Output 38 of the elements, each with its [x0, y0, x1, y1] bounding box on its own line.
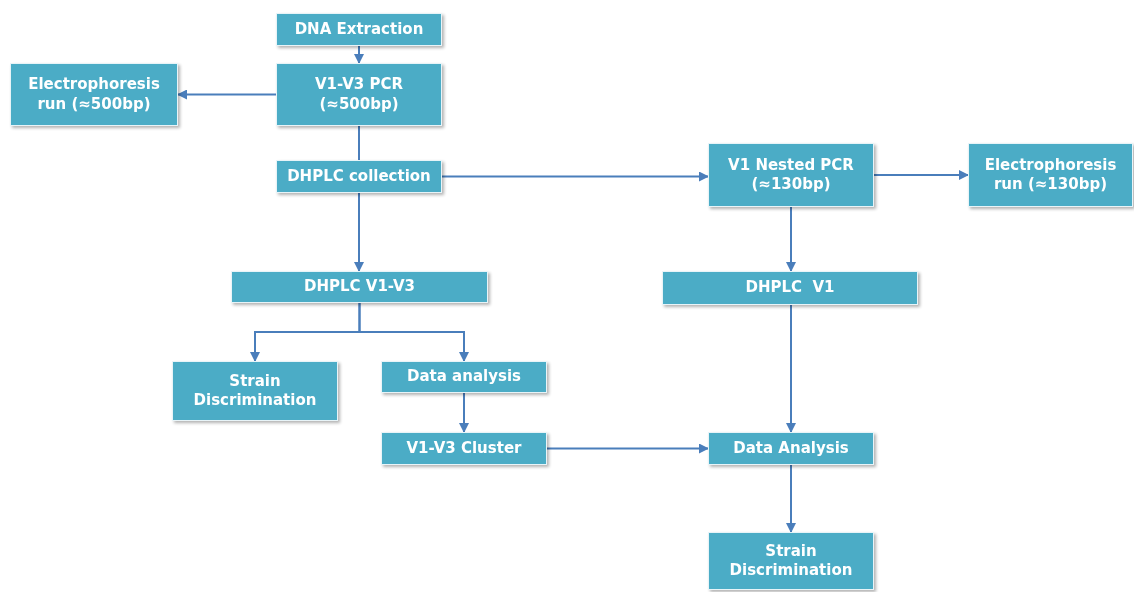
box-label: V1-V3 PCR (≈500bp) — [314, 75, 404, 114]
process-box — [172, 361, 338, 421]
arrow — [358, 302, 469, 362]
process-box — [968, 143, 1133, 207]
process-box — [231, 271, 488, 303]
arrow — [786, 206, 796, 272]
process-box — [708, 143, 874, 207]
process-box — [381, 432, 547, 465]
process-box — [708, 532, 874, 590]
process-box — [708, 432, 874, 465]
box-label: DHPLC collection — [286, 166, 432, 187]
process-box — [381, 361, 547, 393]
process-box — [10, 63, 178, 126]
box-label: Data Analysis — [732, 438, 850, 459]
process-box — [276, 13, 442, 46]
box-label: DHPLC V1 — [744, 278, 836, 298]
box-label: V1 Nested PCR (≈130bp) — [727, 155, 855, 195]
box-label: Strain Discrimination — [728, 541, 854, 581]
arrow — [873, 170, 969, 180]
arrow — [546, 443, 709, 454]
process-box — [662, 271, 918, 305]
box-label: V1-V3 Cluster — [405, 438, 523, 459]
arrow — [354, 45, 364, 64]
box-label: Strain Discrimination — [192, 371, 318, 411]
arrow — [177, 89, 277, 100]
process-box — [276, 63, 442, 126]
box-label: DHPLC V1-V3 — [303, 277, 416, 297]
box-label: Electrophoresis run (≈500bp) — [27, 75, 161, 114]
connector-line — [358, 125, 360, 161]
arrow — [441, 171, 709, 182]
arrow — [354, 192, 364, 272]
box-label: Electrophoresis run (≈130bp) — [983, 155, 1118, 195]
box-label: Data analysis — [406, 367, 522, 387]
arrow — [786, 464, 796, 533]
box-label: DNA Extraction — [293, 19, 425, 40]
arrow — [786, 304, 796, 433]
arrow — [459, 392, 469, 433]
process-box — [276, 160, 442, 193]
